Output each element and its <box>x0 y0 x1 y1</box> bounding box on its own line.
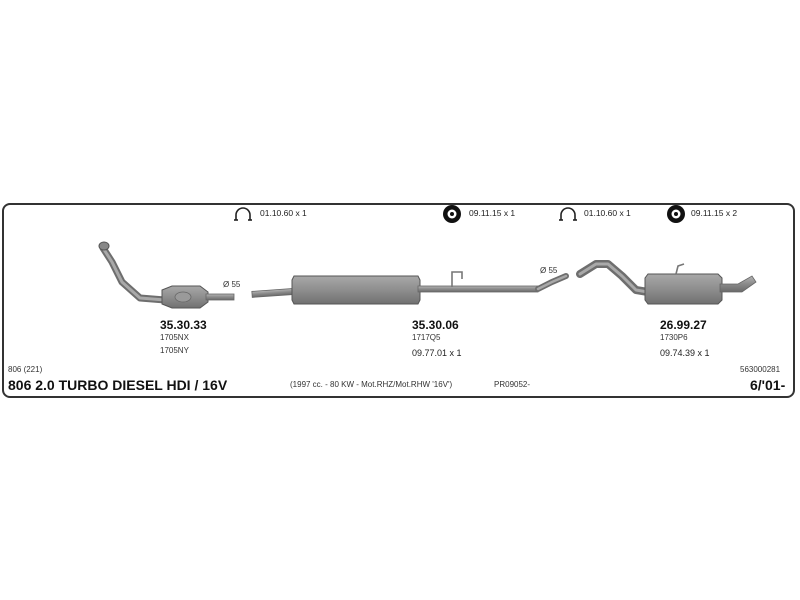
engine-spec: (1997 cc. - 80 KW - Mot.RHZ/Mot.RHW '16V… <box>290 380 453 389</box>
hardware-label: 09.11.15 x 1 <box>469 208 516 218</box>
part-ref: 1705NY <box>160 346 189 355</box>
hardware-label: 01.10.60 x 1 <box>584 208 631 218</box>
rear-silencer <box>576 260 757 305</box>
diameter-label: Ø 55 <box>540 266 558 275</box>
rubber-ring-icon <box>667 205 685 223</box>
part-extra: 09.74.39 x 1 <box>660 348 710 358</box>
part-ref: 1717Q5 <box>412 333 441 342</box>
part-ref: 1705NX <box>160 333 189 342</box>
part-number: 35.30.06 <box>412 318 459 332</box>
catalog-code: PR09052- <box>494 380 531 389</box>
clamp-icon <box>234 207 252 221</box>
hardware-label: 01.10.60 x 1 <box>260 208 307 218</box>
diameter-label: Ø 55 <box>223 280 241 289</box>
hardware-label: 09.11.15 x 2 <box>691 208 738 218</box>
rubber-ring-icon <box>443 205 461 223</box>
part-number: 35.30.33 <box>160 318 207 332</box>
part-number: 26.99.27 <box>660 318 707 332</box>
model-code: 806 (221) <box>8 365 43 374</box>
vehicle-title: 806 2.0 TURBO DIESEL HDI / 16V <box>8 377 228 393</box>
date-range: 6/'01- <box>750 377 786 393</box>
part-ref: 1730P6 <box>660 333 688 342</box>
clamp-icon <box>559 207 577 221</box>
part-extra: 09.77.01 x 1 <box>412 348 462 358</box>
document-number: 563000281 <box>740 365 781 374</box>
center-silencer <box>251 271 569 305</box>
front-pipe-catalyst <box>98 241 235 309</box>
